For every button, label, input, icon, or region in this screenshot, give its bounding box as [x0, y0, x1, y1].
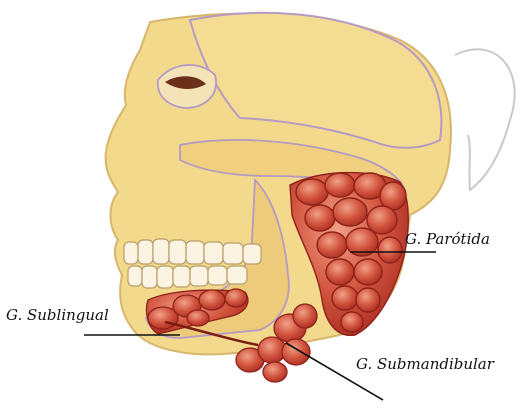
sublingual-label: G. Sublingual	[6, 308, 109, 323]
submandibular-label: G. Submandibular	[356, 357, 494, 372]
ear-outline	[455, 49, 515, 190]
parotid-label: G. Parótida	[405, 232, 490, 247]
